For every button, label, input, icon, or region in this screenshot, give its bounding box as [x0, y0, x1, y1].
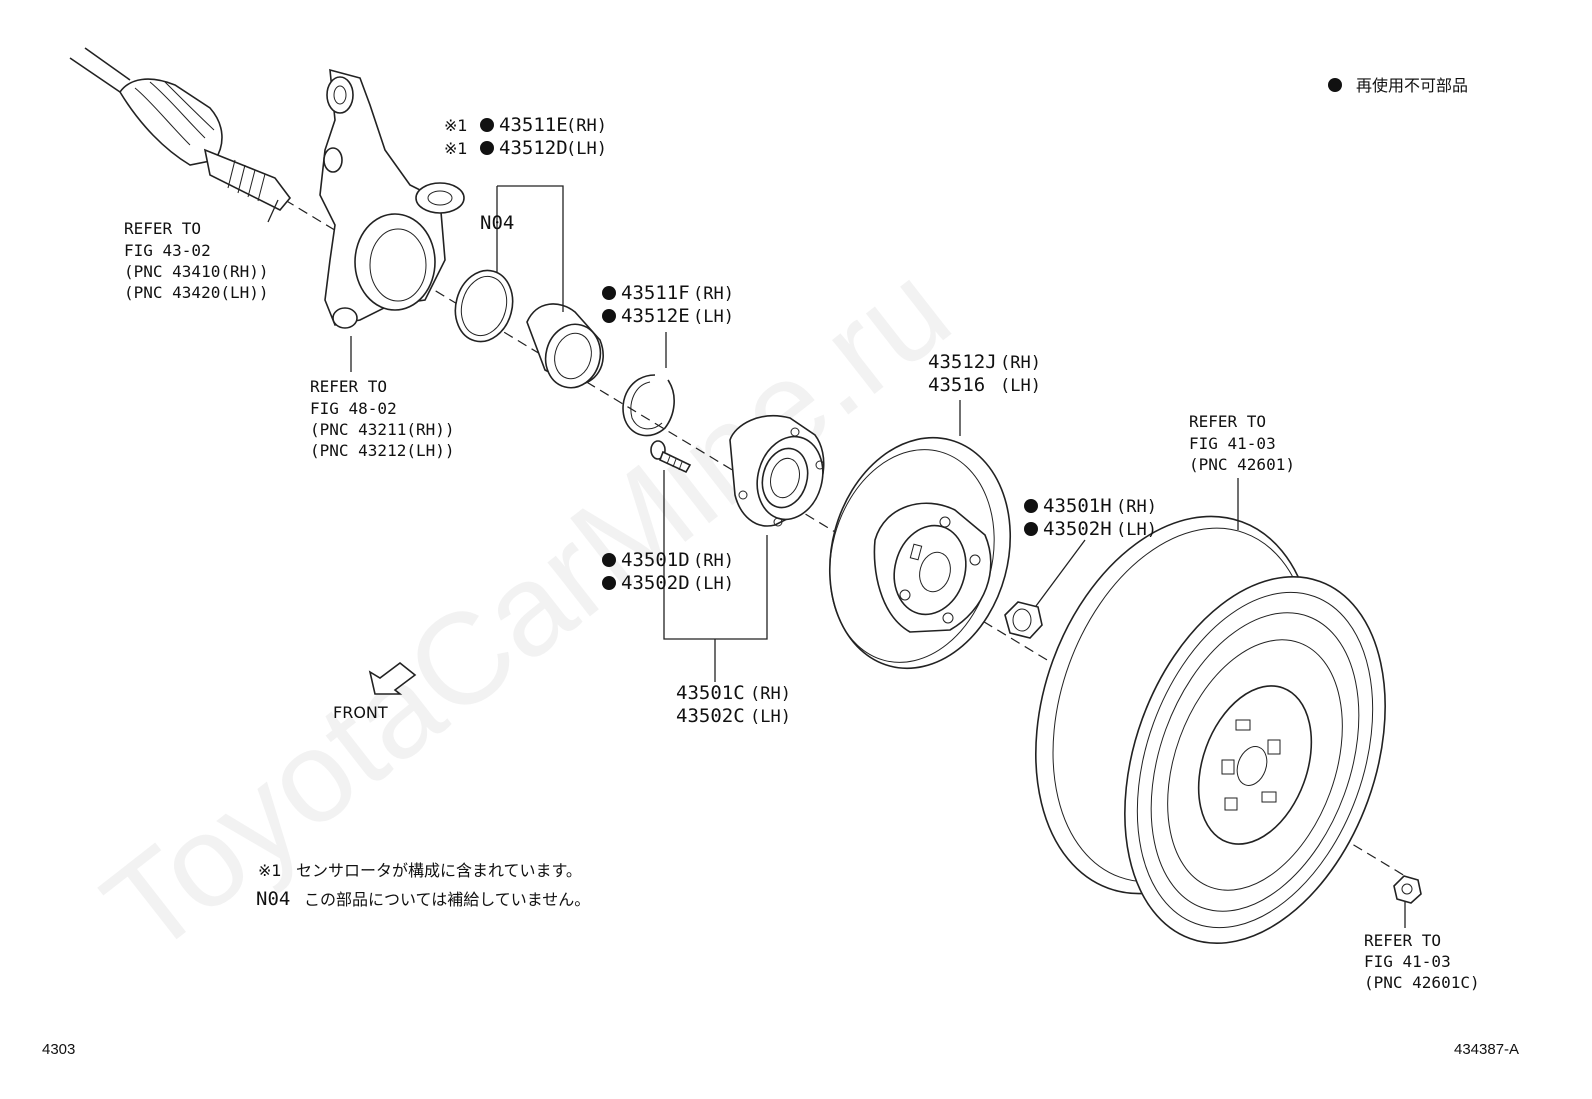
svg-text:(LH): (LH) — [693, 574, 734, 594]
svg-text:(RH): (RH) — [693, 551, 734, 571]
axle-hub — [729, 415, 825, 527]
svg-text:43502H: 43502H — [1043, 518, 1112, 540]
svg-text:43502C: 43502C — [676, 705, 745, 727]
note-key-2: N04 — [256, 888, 290, 910]
svg-text:REFER TO: REFER TO — [124, 219, 201, 238]
svg-text:43512D: 43512D — [499, 137, 568, 159]
svg-text:FIG 43-02: FIG 43-02 — [124, 241, 211, 260]
dust-seal-ring — [454, 269, 514, 343]
svg-text:43512J: 43512J — [928, 351, 997, 373]
svg-text:43516: 43516 — [928, 374, 985, 396]
footer-illustration-id: 434387-A — [1454, 1041, 1519, 1058]
note-text-1: センサロータが構成に含まれています。 — [296, 861, 582, 880]
svg-text:(LH): (LH) — [566, 139, 607, 159]
part-label-brake-disc: 43512J (RH) 43516 (LH) — [928, 351, 1041, 396]
front-arrow-icon — [368, 661, 417, 695]
wheel — [1035, 515, 1386, 944]
drive-shaft — [69, 47, 292, 211]
part-label-axle-hub: 43501C (RH) 43502C (LH) — [676, 682, 791, 727]
svg-text:FIG 48-02: FIG 48-02 — [310, 399, 397, 418]
svg-text:(LH): (LH) — [1116, 520, 1157, 540]
svg-text:(RH): (RH) — [566, 116, 607, 136]
svg-text:43501D: 43501D — [621, 549, 690, 571]
brake-disc — [828, 436, 1012, 670]
svg-text:(PNC 43410(RH)): (PNC 43410(RH)) — [124, 262, 269, 281]
wheel-nut — [1393, 875, 1422, 904]
part-label-bearing: ※1 43511E (RH) ※1 43512D (LH) — [444, 114, 607, 159]
legend-text: 再使用不可部品 — [1356, 76, 1468, 95]
svg-text:(RH): (RH) — [1000, 353, 1041, 373]
svg-text:REFER TO: REFER TO — [1189, 412, 1266, 431]
ref-knuckle: REFER TO FIG 48-02 (PNC 43211(RH)) (PNC … — [310, 377, 455, 460]
svg-text:(PNC 43211(RH)): (PNC 43211(RH)) — [310, 420, 455, 439]
ref-driveshaft: REFER TO FIG 43-02 (PNC 43410(RH)) (PNC … — [124, 219, 269, 302]
notes: ※1 センサロータが構成に含まれています。 N04 この部品については補給してい… — [256, 861, 590, 910]
svg-text:43512E: 43512E — [621, 305, 690, 327]
svg-text:(RH): (RH) — [750, 684, 791, 704]
svg-text:(PNC 43420(LH)): (PNC 43420(LH)) — [124, 283, 269, 302]
svg-text:(LH): (LH) — [693, 307, 734, 327]
hub-nut — [1004, 601, 1043, 639]
svg-text:(PNC 43212(LH)): (PNC 43212(LH)) — [310, 441, 455, 460]
steering-knuckle — [319, 68, 465, 329]
svg-text:43511E: 43511E — [499, 114, 568, 136]
svg-text:43511F: 43511F — [621, 282, 690, 304]
svg-text:(LH): (LH) — [1000, 376, 1041, 396]
svg-text:(RH): (RH) — [693, 284, 734, 304]
svg-text:※1: ※1 — [444, 139, 468, 158]
svg-text:(RH): (RH) — [1116, 497, 1157, 517]
front-label: FRONT — [333, 703, 388, 722]
part-label-hub-bolt: 43501D (RH) 43502D (LH) — [602, 549, 734, 594]
svg-text:REFER TO: REFER TO — [1364, 931, 1441, 950]
ref-wheel-nut: REFER TO FIG 41-03 (PNC 42601C) — [1364, 931, 1480, 992]
svg-text:REFER TO: REFER TO — [310, 377, 387, 396]
non-reusable-marker-icon — [1328, 78, 1342, 92]
part-label-n04: N04 — [480, 212, 514, 234]
svg-text:FIG 41-03: FIG 41-03 — [1364, 952, 1451, 971]
leader-lines — [267, 185, 1406, 928]
hub-bolt — [650, 440, 692, 474]
svg-text:43501H: 43501H — [1043, 495, 1112, 517]
ref-wheel: REFER TO FIG 41-03 (PNC 42601) — [1189, 412, 1295, 474]
svg-text:43502D: 43502D — [621, 572, 690, 594]
svg-text:FIG 41-03: FIG 41-03 — [1189, 434, 1276, 453]
footer-figure-number: 4303 — [42, 1041, 75, 1058]
note-key-1: ※1 — [258, 861, 282, 880]
svg-text:(LH): (LH) — [750, 707, 791, 727]
snap-ring — [622, 374, 675, 437]
note-text-2: この部品については補給していません。 — [304, 890, 590, 909]
svg-text:(PNC 42601): (PNC 42601) — [1189, 455, 1295, 474]
part-label-snap-ring: 43511F (RH) 43512E (LH) — [602, 282, 734, 327]
svg-text:43501C: 43501C — [676, 682, 745, 704]
svg-text:(PNC 42601C): (PNC 42601C) — [1364, 973, 1480, 992]
hub-bearing — [526, 303, 604, 389]
part-label-hub-nut: 43501H (RH) 43502H (LH) — [1024, 495, 1157, 540]
svg-text:※1: ※1 — [444, 116, 468, 135]
